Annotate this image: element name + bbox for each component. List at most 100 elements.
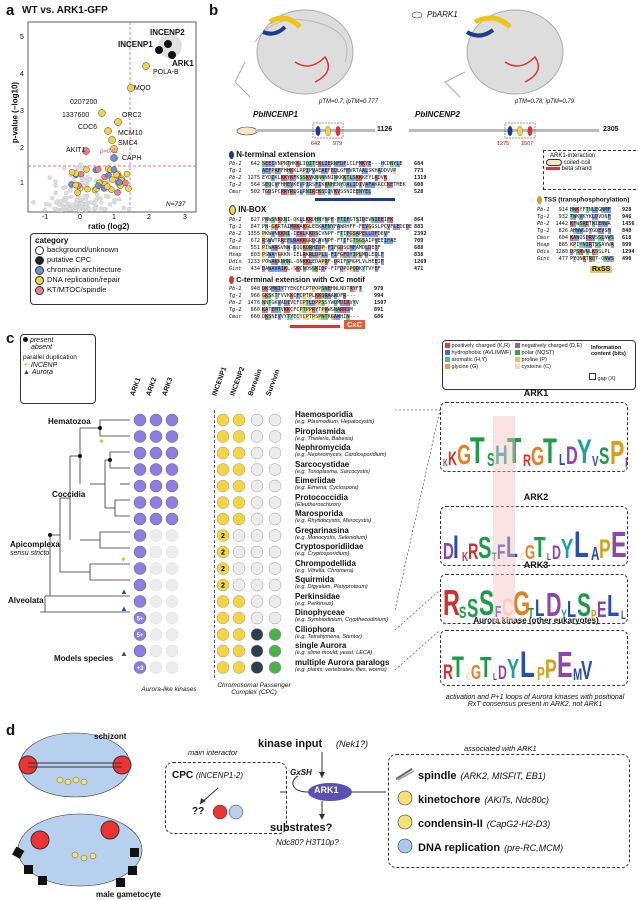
n-ext-alignment: Pb-1642SEEIVNPNTHKKLIQITEKLIERNFDFLCLFMK… [229,161,529,196]
presence-dot [251,596,263,608]
presence-dot [233,480,245,492]
category-point [85,186,91,192]
presence-dot [166,464,178,476]
x-tick-0: 0 [78,214,82,221]
presence-dot [134,414,146,426]
presence-dot [251,513,263,525]
assoc-item: kinetochore(AKiTs, Ndc80c) [396,788,626,812]
alignment-row: Gint477PYQNRTRQT-QNWS490 [537,256,638,263]
column-header: ARK3 [161,377,174,397]
logo-caption: activation and P+1 loops of Aurora kinas… [440,694,630,708]
background-point [48,176,52,180]
presence-dot [233,497,245,509]
presence-dot [150,530,162,542]
logo-letter: S [487,451,492,469]
sequence: DPSRWNLKSSLPL [570,249,620,256]
background-point [84,205,88,209]
taxon-name: Nephromycida [295,443,386,452]
presence-dot [251,579,263,591]
species-label: Cmur [229,314,245,321]
count-label: 2 [221,566,225,573]
logo-letter: T [543,434,553,469]
clade-alveolata: Alveolata [8,596,44,605]
cell-drawings [10,730,150,890]
incenp1-len: 1126 [377,126,392,133]
presence-dot [269,662,281,674]
background-point [48,203,52,207]
cpc-unknown: ?? [192,806,204,817]
presence-dot [134,513,146,525]
presence-dot [166,447,178,459]
end-pos: 994 [374,293,383,300]
start-pos: 502 [245,189,260,196]
species-label: Tg-2 [229,307,245,314]
label-cdc6: CDC6 [78,124,97,131]
aa-legend-item: proline (P) [515,357,583,363]
legend-label: DNA replication/repair [47,275,120,284]
start-pos: 1275 [245,175,260,182]
cxc-label: CxC [344,320,365,329]
count-label: 5+ [137,617,144,623]
presence-dot [166,563,178,575]
end-pos: 688 [414,245,423,252]
background-point [77,208,81,212]
column-header: Borealin [247,368,263,397]
point-ark1 [168,51,176,59]
presence-dot [134,480,146,492]
presence-dot [166,414,178,426]
background-point [54,191,58,195]
logo-letter: E [625,455,628,469]
label-akit1: AKIT1 [66,147,85,154]
assoc-name: spindle [418,770,457,782]
logo-letter: L [493,673,496,683]
alignment-row: Pb-21355PKWVNKKNI-IEKLKKDSCVNPF-FTIFGSAP… [229,231,529,238]
logo-letter: C [466,672,469,683]
in-box-header: IN-BOX [229,205,266,215]
sequence: KFWSRETNIENWA [570,221,620,228]
presence-dot [150,414,162,426]
legend-item: putative CPC [35,255,203,265]
alignment-row: Hsap885KPIYNIRTSSAVWA899 [537,242,638,249]
start-pos: 1233 [245,259,260,266]
sequence: AEFPAFFHHKKLRPIPVAEAEFEDLGFMVRTAALSKHADD… [262,168,412,175]
species-label: Cmur [537,235,553,242]
background-point [82,178,86,182]
presence-dot [233,414,245,426]
presence-dot [251,629,263,641]
presence-dot [233,530,245,542]
species-label: Cmur [229,189,245,196]
category-point [109,177,115,183]
background-point [64,185,68,189]
background-point [56,208,60,212]
panel-a-label: a [6,2,14,19]
presence-dot [217,480,229,492]
alignment-row: Tg-1847PN-GKRTAIMRKAKGLEEKAFNYFAWRHFF-FE… [229,224,529,231]
x-tick-1: 1 [112,214,116,221]
end-pos: 490 [622,256,631,263]
taxon-example: (e.g. Toxoplasma, Sarcocystis) [295,469,370,475]
presence-dot [150,431,162,443]
y-tick-5: 5 [20,34,24,41]
alignment-row: Pb-1642SEEIVNPNTHKKLIQITEKLIERNFDFLCLFMK… [229,161,529,168]
category-point [84,167,90,173]
svg-text:✦: ✦ [98,437,105,446]
presence-dot [134,431,146,443]
presence-dot [134,546,146,558]
taxon-name: Marosporida [295,509,371,518]
sequence: POWAKKNHNL-DNKKLEDAPRF-DRIFSMGPLVLHEEIF [262,259,412,266]
logo-letter: T [470,432,481,469]
presence-dot [269,530,281,542]
alignment-row: Tg-2564SEQCVFHHEVKEVPIRSFIKKNHENYDALIDIV… [229,182,529,189]
sequence: EYDIKLKKYKFKSSKVKNNNNNINKKKTLSKKKEYLKDVK [262,175,412,182]
male-label: male gametocyte [96,890,161,899]
species-label: Tg-2 [229,182,245,189]
label-incenp2: INCENP2 [150,28,185,37]
assoc-sub: (pre-RC,MCM) [504,843,563,853]
species-label: Pb-2 [537,221,553,228]
presence-dot [251,414,263,426]
alignment-row: Pb-21442KFWSRETNIENWA1456 [537,221,638,228]
panel-a-title: WT vs. ARK1-GFP [22,5,108,16]
background-point [54,201,58,205]
svg-text:✦: ✦ [120,555,127,564]
presence-dot [134,563,146,575]
